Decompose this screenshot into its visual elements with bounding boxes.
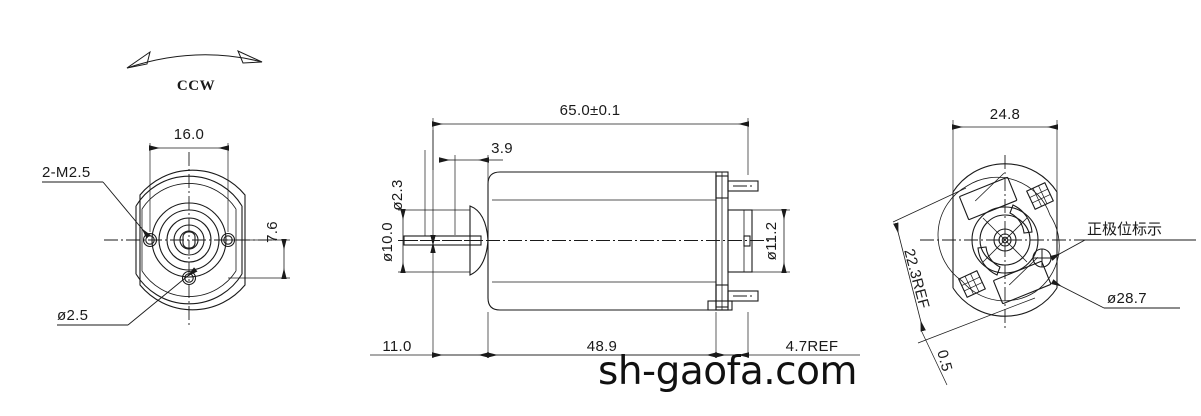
rear-terminal-lower-slot (1008, 256, 1039, 286)
rear-shaft-hole (1001, 236, 1009, 244)
rear-arc-slot-top (1009, 204, 1033, 234)
dim-dia-10-0: ø10.0 (379, 209, 470, 273)
dim-24-8-text: 24.8 (990, 106, 1020, 123)
dim-22-3-line (893, 222, 926, 332)
rear-terminal-upper-body (959, 176, 1018, 221)
dim-65-text: 65.0±0.1 (560, 102, 621, 119)
dim-dia-2-3-text: ø2.3 (389, 179, 406, 210)
dim-7-6-text: 7.6 (264, 221, 281, 243)
side-view-group: 65.0±0.1 3.9 ø2.3 ø10.0 (370, 102, 860, 358)
dim-22-3-ref: 22.3REF (892, 187, 1036, 344)
rear-rivet-upper-hatch (1029, 185, 1051, 207)
callout-dia-28-7-leader (1050, 279, 1105, 309)
side-terminal-bottom-foot (707, 300, 733, 311)
dim-11-0-text: 11.0 (382, 338, 411, 355)
dim-22-3-ref-text: 22.3REF (900, 247, 932, 311)
side-terminal-bottom (707, 284, 759, 311)
dim-3-9: 3.9 (439, 140, 513, 235)
callout-positive-terminal: 正极位标示 (1049, 220, 1196, 261)
ccw-arrow-head-right (237, 50, 263, 64)
dim-dia-10-text: ø10.0 (379, 222, 396, 262)
front-view-group: 16.0 7.6 2-M2.5 ø2.5 (42, 126, 290, 328)
dim-48-9-text: 48.9 (587, 338, 617, 355)
rear-terminal-lower (993, 256, 1052, 305)
rear-rivet-upper-box (1025, 181, 1055, 211)
rear-terminal-upper-slot (974, 172, 1005, 202)
callout-positive-leader (1049, 239, 1086, 261)
side-terminal-bottom-base (715, 284, 729, 308)
dim-bottom-chain: 11.0 48.9 4.7REF (370, 130, 860, 358)
site-watermark: sh-gaofa.com (598, 349, 857, 394)
rear-rivet-lower-hatch (961, 273, 983, 295)
callout-2-m25: 2-M2.5 (42, 164, 151, 239)
callout-2-m25-text: 2-M2.5 (42, 164, 91, 181)
rear-view-group: 24.8 22.3REF 0.5 ø28.7 正极位标示 (892, 106, 1196, 386)
ccw-rotation-indicator: CCW (126, 50, 263, 94)
side-terminal-top (715, 175, 759, 199)
dim-16-0: 16.0 (149, 126, 229, 232)
rear-rivet-lower-box (957, 269, 987, 299)
rear-arc-slot-bottom (977, 246, 1001, 276)
rear-boss-spokes (982, 217, 1028, 263)
ccw-arc (126, 54, 263, 69)
dim-0-5-text: 0.5 (933, 348, 955, 373)
side-motor-can (487, 171, 717, 311)
rear-positive-mark (1032, 248, 1052, 268)
callout-positive-text: 正极位标示 (1087, 220, 1162, 238)
callout-dia-2-5-leader (127, 267, 198, 326)
dim-dia-11-2: ø11.2 (752, 209, 790, 273)
rear-terminal-upper (959, 172, 1018, 221)
side-rear-boss (727, 209, 753, 273)
callout-dia-2-5-text: ø2.5 (57, 307, 88, 324)
dim-0-5-leader (920, 329, 948, 386)
front-body-outline-outer (139, 169, 246, 311)
dim-4-7-ref-text: 4.7REF (786, 338, 839, 355)
dim-22-3-ext-upper (892, 187, 967, 223)
side-rear-boss-nub (743, 235, 751, 247)
rear-rivet-lower (957, 269, 987, 299)
callout-2-m25-leader (102, 181, 151, 239)
dim-24-8: 24.8 (952, 106, 1058, 192)
dim-16-text: 16.0 (174, 126, 204, 143)
ccw-label: CCW (177, 78, 215, 94)
dim-7-6: 7.6 (228, 221, 290, 279)
ccw-arrow-head-left (126, 50, 151, 69)
callout-dia-28-7-text: ø28.7 (1107, 290, 1147, 307)
dim-3-9-text: 3.9 (491, 140, 513, 157)
dim-dia-11-2-text: ø11.2 (763, 222, 780, 261)
dim-22-3-ext-lower (917, 297, 1036, 344)
callout-dia-2-5: ø2.5 (57, 267, 198, 326)
rear-terminal-lower-body (993, 260, 1052, 305)
side-terminal-top-base (715, 175, 729, 199)
callout-dia-28-7: ø28.7 (1050, 279, 1180, 309)
rear-rivet-upper (1025, 181, 1055, 211)
dim-0-5: 0.5 (920, 329, 955, 386)
dim-65-0: 65.0±0.1 (432, 102, 749, 175)
